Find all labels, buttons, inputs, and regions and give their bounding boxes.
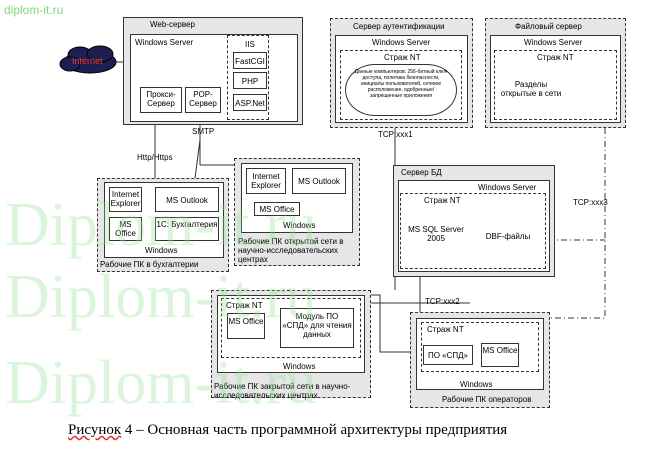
sql-label: MS SQL Server 2005: [408, 225, 464, 243]
acc-os: Windows: [145, 246, 178, 255]
file-guard-frame: [494, 50, 617, 120]
op-spd-label: ПО «СПД»: [427, 351, 469, 360]
closed-os: Windows: [283, 362, 316, 371]
op-office-label: MS Office: [482, 346, 518, 355]
tcp3-label: TCP:xxx3: [573, 198, 608, 207]
open-outlook-box: [292, 168, 346, 194]
tcp2-label: TCP:xxx2: [425, 297, 460, 306]
site-watermark: diplom-it.ru: [4, 3, 64, 17]
pop-box: [185, 87, 221, 113]
op-guard: Страж NT: [427, 325, 464, 334]
caption-prefix: Рисунок: [68, 422, 122, 438]
dbf-label: DBF-файлы: [485, 232, 531, 241]
acc-ie-box: [109, 187, 142, 212]
file-os: Windows Server: [524, 38, 583, 47]
open-office-label: MS Office: [259, 205, 295, 214]
closed-guard: Страж NT: [226, 301, 263, 310]
php-label: PHP: [241, 77, 259, 86]
db-guard: Страж NT: [424, 196, 461, 205]
open-outlook-label: MS Outlook: [298, 177, 340, 186]
closed-guard-frame: [221, 298, 361, 358]
internet-label: Internet: [72, 56, 103, 66]
pop-label: POP-Сервер: [189, 90, 217, 108]
db-guard-frame: [400, 193, 546, 269]
operators-os-box: [416, 318, 544, 390]
open-os: Windows: [283, 221, 316, 230]
open-office-box: [254, 202, 300, 216]
op-office-box: [481, 343, 519, 367]
auth-server-title: Сервер аутентификации: [353, 22, 445, 31]
accounting-os-box: [104, 182, 224, 258]
closed-office-box: [227, 313, 265, 339]
db-server-title: Сервер БД: [401, 168, 442, 177]
aspnet-label: ASP.Net: [235, 99, 265, 108]
db-os: Windows Server: [478, 183, 537, 192]
watermark-1: Diplom-it.ru: [5, 191, 317, 259]
watermark-2: Diplom-it.ru: [5, 263, 317, 331]
tcp1-label: TCP:xxx1: [378, 130, 413, 139]
figure-caption: Рисунок 4 – Основная часть программной а…: [68, 422, 507, 439]
fastcgi-label: FastCGI: [235, 57, 265, 66]
op-guard-frame: [421, 322, 539, 372]
smtp-label: SMTP: [192, 127, 215, 136]
proxy-label: Прокси-Сервер: [146, 90, 176, 108]
caption-rest: 4 – Основная часть программной архитекту…: [121, 422, 508, 438]
op-spd-box: [423, 345, 473, 365]
open-net-label: Рабочие ПК открытой сети в научно-исслед…: [238, 237, 344, 264]
open-ie-box: [246, 168, 286, 194]
internet-cloud: [59, 45, 117, 74]
acc-1c-box: [155, 217, 219, 241]
php-box: [233, 72, 267, 89]
closed-module-box: [280, 308, 354, 348]
acc-1c-label: 1С: Бухгалтерия: [156, 220, 218, 229]
aspnet-box: [233, 94, 267, 111]
operators-label: Рабочие ПК операторов: [442, 395, 532, 404]
web-server-os-box: [130, 34, 298, 122]
file-server-title: Файловый сервер: [515, 22, 582, 31]
auth-os: Windows Server: [372, 38, 431, 47]
closed-module-label: Модуль ПО «СПД» для чтения данных: [282, 312, 352, 339]
acc-outlook-label: MS Outlook: [166, 196, 208, 205]
acc-office-box: [109, 217, 142, 241]
acc-office-label: MS Office: [115, 220, 136, 238]
fastcgi-box: [233, 52, 267, 69]
line-tcp3-file-operators: [548, 128, 606, 319]
file-os-box: [490, 35, 621, 123]
open-net-os-box: [241, 163, 353, 233]
op-os: Windows: [460, 380, 493, 389]
auth-data-oval: [345, 64, 457, 116]
acc-outlook-box: [155, 187, 219, 212]
closed-office-label: MS Office: [228, 317, 264, 326]
web-server-os: Windows Server: [135, 38, 194, 47]
db-os-box: [398, 180, 550, 272]
file-guard: Страж NT: [537, 53, 574, 62]
acc-ie-label: Internet Explorer: [110, 190, 141, 208]
line-closed-operators: [370, 294, 410, 353]
open-ie-label: Internet Explorer: [251, 172, 281, 190]
accounting-label: Рабочие ПК в бухгалтерии: [100, 260, 199, 269]
line-pop-accounting: [194, 139, 201, 179]
iis-frame: [227, 35, 269, 120]
watermark-3: Diplom-it.ru: [5, 349, 317, 417]
auth-guard-frame: [340, 50, 462, 120]
http-label: Http/Https: [137, 153, 173, 162]
closed-net-label: Рабочие ПК закрытой сети в научно-исслед…: [214, 382, 351, 400]
iis-label: IIS: [245, 40, 255, 49]
web-server-title: Web-сервер: [150, 20, 195, 29]
file-shares-label: Разделы открытые в сети: [500, 80, 562, 98]
proxy-box: [140, 87, 182, 113]
auth-guard: Страж NT: [384, 53, 421, 62]
auth-data-text: Данные компьютеров: 256-битный ключ дост…: [354, 69, 448, 99]
